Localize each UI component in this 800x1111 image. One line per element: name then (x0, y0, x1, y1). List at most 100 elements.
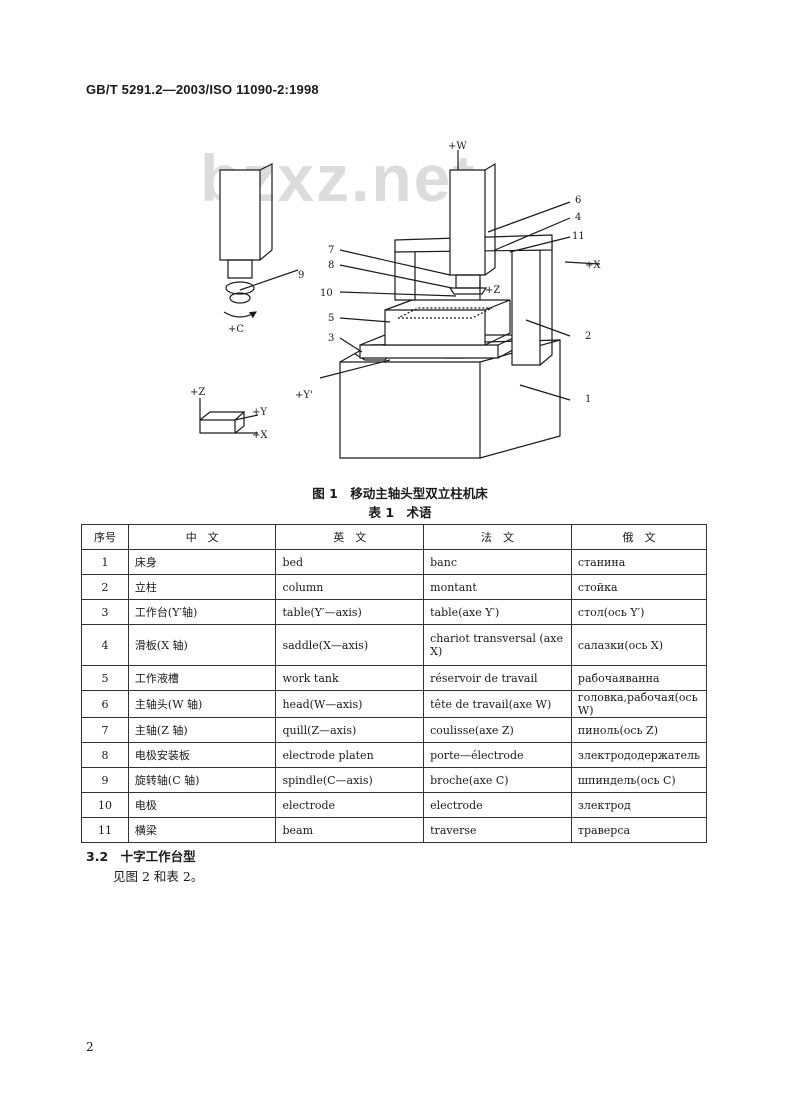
row-number: 6 (81, 690, 129, 718)
row-number: 10 (81, 792, 129, 818)
term-russian: траверса (570, 817, 708, 843)
term-french: coulisse(axe Z) (423, 717, 572, 743)
legend-z-label: +Z (190, 387, 205, 398)
table-row: 1 床身 bed banc станина (81, 549, 708, 575)
term-english: head(W—axis) (275, 690, 425, 718)
row-number: 4 (81, 624, 129, 666)
term-english: column (275, 574, 425, 600)
machine-diagram: +W +X +Z +C +Y' +Z +Y +X 1 2 3 4 5 6 7 8… (190, 141, 601, 459)
term-russian: рабочаяванна (570, 665, 708, 691)
term-french: montant (423, 574, 572, 600)
term-french: réservoir de travail (423, 665, 572, 691)
term-chinese: 床身 (127, 549, 277, 575)
axis-w-label: +W (448, 141, 467, 152)
term-russian: стол(ось Y′) (570, 599, 708, 625)
work-tank-shape (384, 309, 486, 346)
header-english: 英 文 (275, 524, 425, 550)
term-french: broche(axe C) (423, 767, 572, 793)
row-number: 7 (81, 717, 129, 743)
term-russian: головка,рабочая(ось W) (570, 690, 708, 718)
term-english: electrode platen (275, 742, 425, 768)
table-row: 2 立柱 column montant стойка (81, 574, 708, 600)
term-english: quill(Z—axis) (275, 717, 425, 743)
table-caption: 表 1 术语 (368, 505, 432, 520)
term-russian: злектрододержатель (570, 742, 708, 768)
table-row: 3 工作台(Y′轴) table(Y′—axis) table(axe Y′) … (81, 599, 708, 625)
term-russian: станина (570, 549, 708, 575)
term-russian: шпиндель(ось C) (570, 767, 708, 793)
row-number: 9 (81, 767, 129, 793)
row-number: 3 (81, 599, 129, 625)
term-french: banc (423, 549, 572, 575)
term-chinese: 横梁 (127, 817, 277, 843)
term-french: porte—électrode (423, 742, 572, 768)
term-russian: салазки(ось X) (570, 624, 708, 666)
term-chinese: 主轴头(W 轴) (127, 690, 277, 718)
table-row: 10 电极 electrode electrode злектрод (81, 792, 708, 818)
term-english: table(Y′—axis) (275, 599, 425, 625)
table-header-row: 序号 中 文 英 文 法 文 俄 文 (81, 524, 708, 550)
callout-5: 5 (328, 313, 334, 324)
term-english: work tank (275, 665, 425, 691)
table-row: 7 主轴(Z 轴) quill(Z—axis) coulisse(axe Z) … (81, 717, 708, 743)
term-chinese: 电极 (127, 792, 277, 818)
callout-6: 6 (575, 195, 581, 206)
term-chinese: 旋转轴(C 轴) (127, 767, 277, 793)
row-number: 5 (81, 665, 129, 691)
term-chinese: 工作液槽 (127, 665, 277, 691)
column-shape (511, 249, 541, 366)
detail-head-shape (219, 169, 261, 261)
term-chinese: 滑板(X 轴) (127, 624, 277, 666)
section-heading: 3.2 十字工作台型 (86, 849, 196, 864)
callout-9: 9 (298, 270, 304, 281)
axis-z-label: +Z (485, 285, 500, 296)
header-chinese: 中 文 (127, 524, 277, 550)
row-number: 1 (81, 549, 129, 575)
legend-x-label: +X (252, 430, 268, 441)
axis-x-label: +X (585, 260, 601, 271)
term-french: table(axe Y′) (423, 599, 572, 625)
row-number: 11 (81, 817, 129, 843)
callout-3: 3 (328, 333, 334, 344)
term-english: beam (275, 817, 425, 843)
callout-7: 7 (328, 245, 334, 256)
callout-2: 2 (585, 331, 591, 342)
term-chinese: 主轴(Z 轴) (127, 717, 277, 743)
callout-10: 10 (320, 288, 333, 299)
machine-figure: +W +X +Z +C +Y' +Z +Y +X 1 2 3 4 5 6 7 8… (180, 140, 620, 470)
head-shape (449, 169, 486, 276)
term-french: chariot transversal (axe X) (423, 624, 572, 666)
table-row: 4 滑板(X 轴) saddle(X—axis) chariot transve… (81, 624, 708, 666)
header-french: 法 文 (423, 524, 572, 550)
terms-table: 序号 中 文 英 文 法 文 俄 文 1 床身 bed banc станина… (81, 524, 708, 843)
callout-4: 4 (575, 212, 581, 223)
legend-y-label: +Y (252, 407, 267, 418)
term-english: saddle(X—axis) (275, 624, 425, 666)
bed-shape (339, 361, 481, 459)
row-number: 2 (81, 574, 129, 600)
header-no: 序号 (81, 524, 129, 550)
term-french: electrode (423, 792, 572, 818)
table-row: 5 工作液槽 work tank réservoir de travail ра… (81, 665, 708, 691)
term-french: traverse (423, 817, 572, 843)
page-number: 2 (86, 1040, 94, 1054)
term-french: tête de travail(axe W) (423, 690, 572, 718)
table-row: 8 电极安装板 electrode platen porte—électrode… (81, 742, 708, 768)
table-shape (359, 344, 499, 359)
axis-y-prime-label: +Y' (295, 390, 313, 401)
term-chinese: 工作台(Y′轴) (127, 599, 277, 625)
term-russian: пиноль(ось Z) (570, 717, 708, 743)
term-chinese: 立柱 (127, 574, 277, 600)
term-english: spindle(C—axis) (275, 767, 425, 793)
row-number: 8 (81, 742, 129, 768)
standard-code-header: GB/T 5291.2—2003/ISO 11090-2:1998 (86, 82, 319, 97)
table-row: 11 横梁 beam traverse траверса (81, 817, 708, 843)
table-row: 6 主轴头(W 轴) head(W—axis) tête de travail(… (81, 690, 708, 718)
axis-c-label: +C (228, 324, 244, 335)
term-english: electrode (275, 792, 425, 818)
section-paragraph: 见图 2 和表 2。 (113, 869, 204, 884)
term-russian: злектрод (570, 792, 708, 818)
term-chinese: 电极安装板 (127, 742, 277, 768)
callout-1: 1 (585, 394, 591, 405)
term-russian: стойка (570, 574, 708, 600)
